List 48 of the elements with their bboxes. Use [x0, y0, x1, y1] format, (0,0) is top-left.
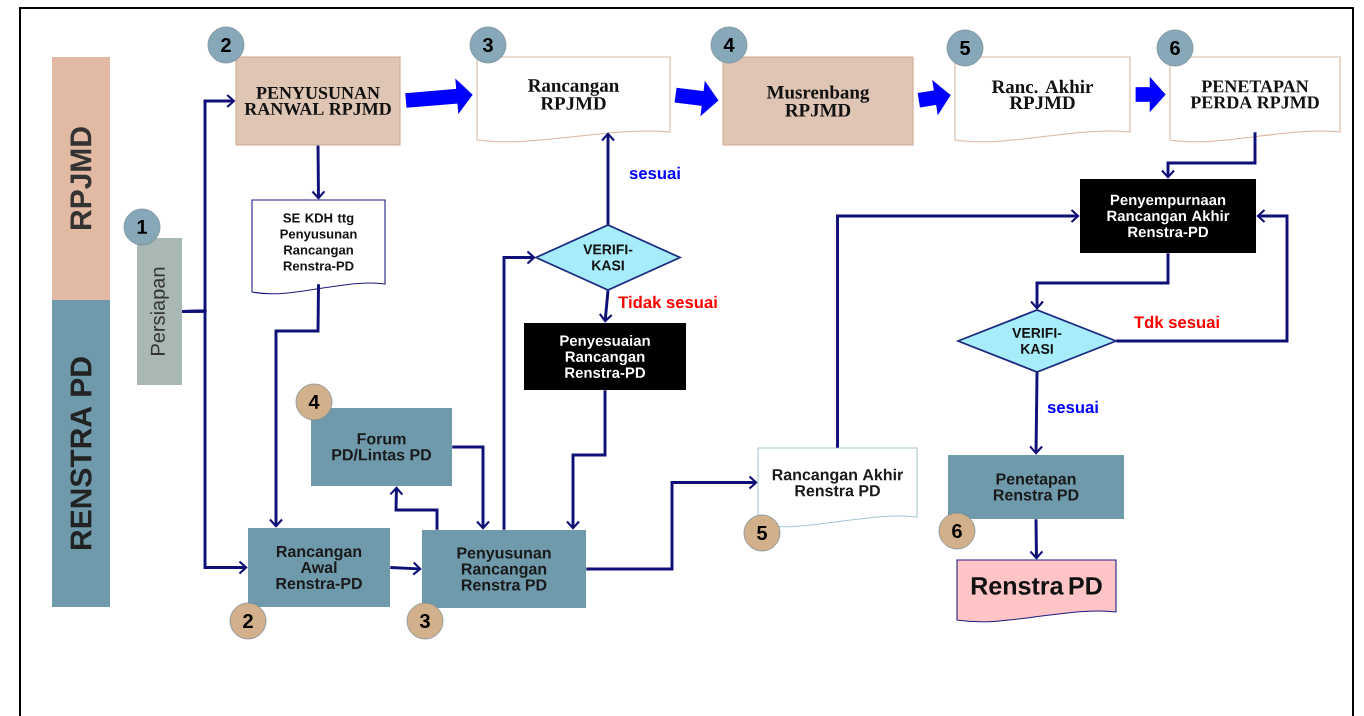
document-box: Renstra PD	[956, 559, 1117, 623]
number-badge: 4	[710, 26, 748, 64]
number-badge: 2	[229, 602, 267, 640]
process-box: Forum PD/Lintas PD	[311, 408, 452, 486]
number-badge: 6	[938, 512, 976, 550]
phase-box: Persiapan	[137, 238, 182, 385]
arrow	[269, 284, 320, 528]
arrow	[1161, 132, 1257, 179]
number-badge: 3	[469, 26, 507, 64]
arrow	[586, 475, 758, 571]
arrow	[836, 209, 1080, 448]
process-box: Rancangan Awal Renstra-PD	[248, 528, 390, 607]
number-badge: 1	[123, 208, 161, 246]
process-box: PENYUSUNAN RANWAL RPJMD	[235, 56, 401, 146]
arrow	[1029, 372, 1043, 455]
arrow	[389, 486, 439, 530]
arrow	[601, 132, 615, 225]
edge-label: Tdk sesuai	[1132, 314, 1222, 330]
edge-label: sesuai	[627, 165, 683, 181]
arrow	[1116, 209, 1289, 343]
process-box: Penetapan Renstra PD	[948, 455, 1124, 519]
arrow	[311, 145, 326, 200]
number-badge: 3	[406, 602, 444, 640]
process-box: Penyusunan Rancangan Renstra PD	[422, 530, 586, 608]
document-box: SE KDH ttg Penyusunan Rancangan Renstra-PD	[251, 199, 386, 295]
process-box: Penyempurnaan Rancangan Akhir Renstra-PD	[1080, 179, 1256, 253]
section-band: RENSTRA PD	[52, 300, 110, 607]
edge-label: Tidak sesuai	[616, 294, 720, 310]
arrow	[598, 290, 613, 323]
document-box: Ranc. Akhir RPJMD	[954, 56, 1131, 143]
process-box: Musrenbang RPJMD	[722, 56, 914, 146]
number-badge: 6	[1156, 29, 1194, 67]
number-badge: 2	[207, 26, 245, 64]
arrow	[1030, 253, 1170, 310]
edge-label: sesuai	[1045, 399, 1101, 415]
document-box: PENETAPAN PERDA RPJMD	[1169, 56, 1341, 143]
process-box: Penyesuaian Rancangan Renstra-PD	[524, 323, 686, 390]
arrow	[452, 445, 490, 530]
section-band: RPJMD	[52, 57, 110, 300]
document-box: Rancangan RPJMD	[476, 56, 671, 143]
number-badge: 5	[743, 514, 781, 552]
arrow	[182, 309, 248, 575]
number-badge: 4	[295, 383, 333, 421]
arrow	[1029, 519, 1044, 560]
arrow	[566, 390, 607, 530]
arrow	[390, 561, 422, 576]
number-badge: 5	[946, 29, 984, 67]
arrow	[502, 250, 536, 530]
